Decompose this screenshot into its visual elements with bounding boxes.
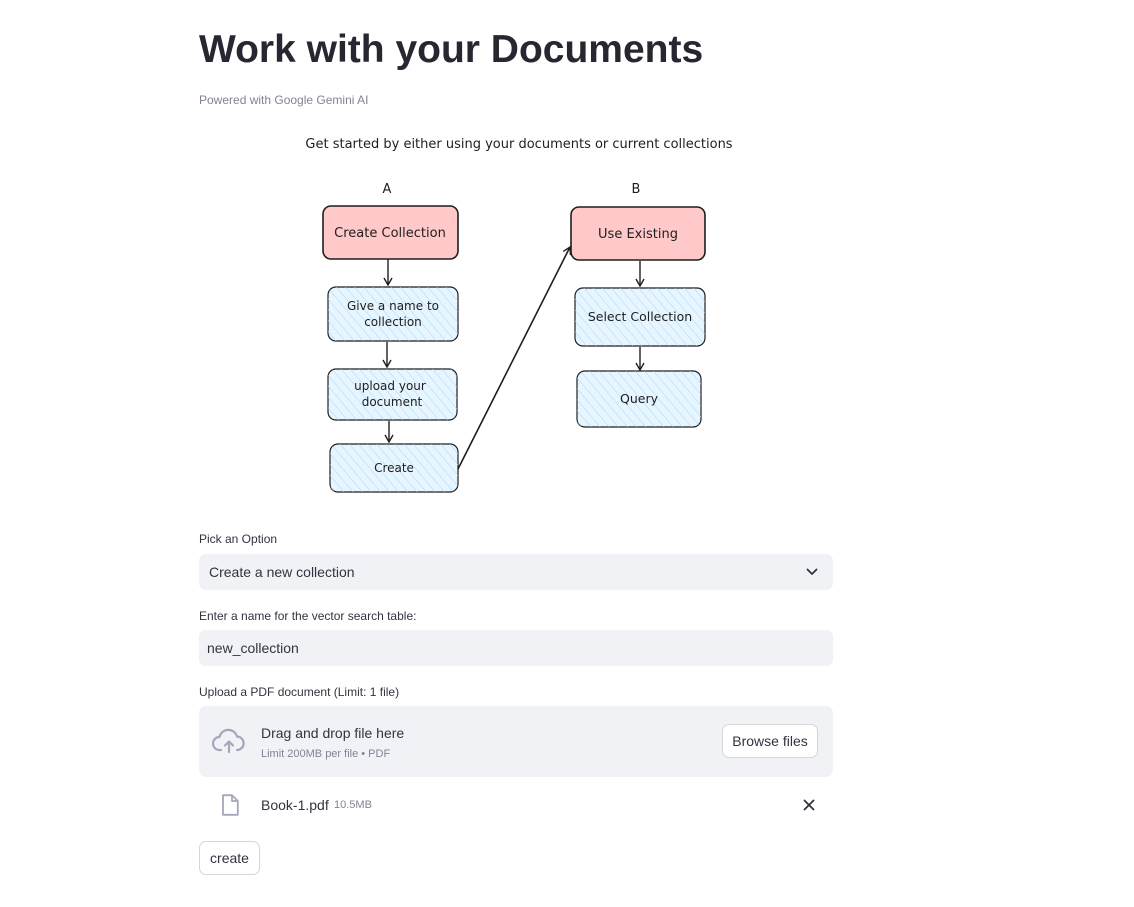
- close-icon[interactable]: [801, 797, 817, 813]
- node-label: collection: [364, 315, 422, 329]
- uploaded-file-name: Book-1.pdf: [261, 797, 329, 813]
- column-b-label: B: [632, 182, 641, 197]
- node-label: Use Existing: [598, 227, 678, 242]
- dropzone-instructions: Drag and drop file here: [261, 725, 405, 741]
- name-input-label: Enter a name for the vector search table…: [199, 609, 417, 623]
- uploader-label: Upload a PDF document (Limit: 1 file): [199, 685, 400, 699]
- node-use-existing: Use Existing: [570, 206, 706, 261]
- browse-files-button[interactable]: Browse files: [722, 724, 818, 758]
- uploaded-file-size: 10.5MB: [334, 799, 372, 811]
- node-label: Query: [620, 391, 659, 406]
- uploaded-file-row: Book-1.pdf 10.5MB: [199, 786, 833, 824]
- node-give-name: Give a name to collection: [327, 286, 459, 342]
- cloud-upload-icon: [211, 726, 246, 756]
- workflow-diagram: Get started by either using your documen…: [269, 120, 769, 510]
- flow-arrow-to-existing: [457, 245, 572, 470]
- node-label: Select Collection: [588, 309, 692, 324]
- node-create: Create: [329, 443, 459, 493]
- node-upload-document: upload your document: [327, 368, 458, 421]
- dropzone-limit: Limit 200MB per file • PDF: [261, 748, 391, 760]
- page-caption: Powered with Google Gemini AI: [199, 93, 369, 107]
- workflow-diagram-svg: Get started by either using your documen…: [305, 137, 733, 493]
- node-label: Create: [374, 461, 414, 475]
- node-label: Create Collection: [334, 226, 446, 241]
- node-create-collection: Create Collection: [322, 205, 459, 260]
- node-query: Query: [576, 370, 702, 428]
- node-select-collection: Select Collection: [574, 287, 706, 347]
- collection-name-input[interactable]: [199, 630, 833, 666]
- option-select-label: Pick an Option: [199, 532, 278, 546]
- file-icon: [221, 794, 239, 816]
- chevron-down-icon: [805, 565, 819, 579]
- option-select-value: Create a new collection: [209, 564, 355, 580]
- column-a-label: A: [383, 182, 392, 197]
- diagram-heading: Get started by either using your documen…: [305, 137, 732, 152]
- create-button[interactable]: create: [199, 841, 260, 875]
- option-select[interactable]: Create a new collection: [199, 554, 833, 590]
- file-dropzone[interactable]: Drag and drop file here Limit 200MB per …: [199, 706, 833, 777]
- page-title: Work with your Documents: [199, 28, 704, 71]
- node-label: upload your: [354, 379, 426, 393]
- node-label: Give a name to: [347, 299, 439, 313]
- node-label: document: [362, 395, 423, 409]
